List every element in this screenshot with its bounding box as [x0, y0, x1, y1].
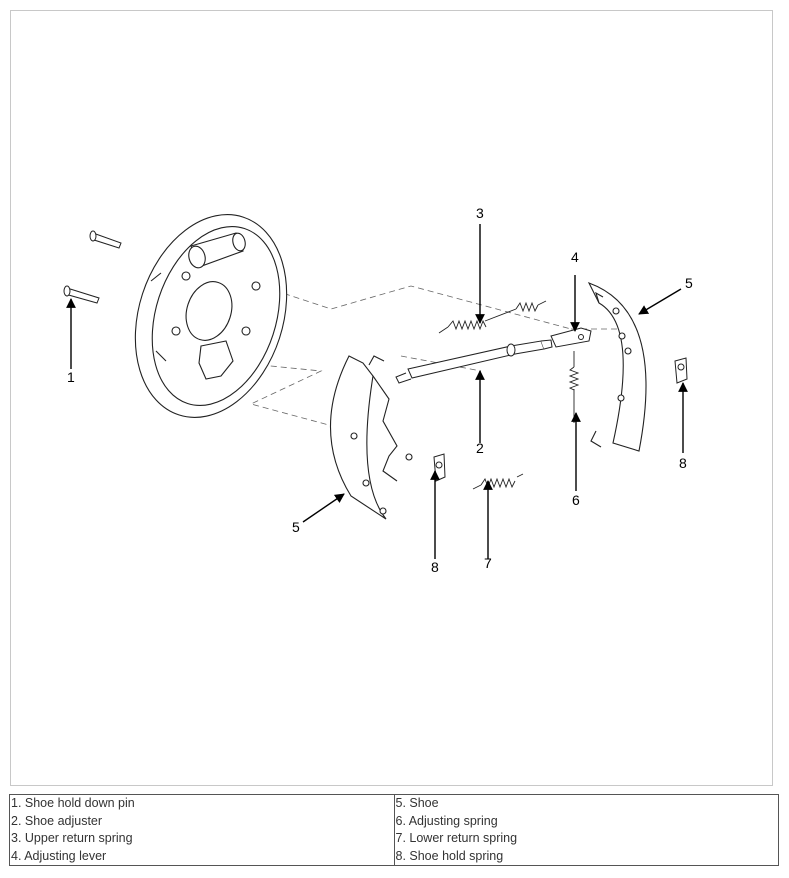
callout-7: 7	[484, 555, 492, 571]
legend-item: 4. Adjusting lever	[9, 847, 395, 866]
shoe-adjuster	[395, 339, 553, 384]
legend-item: 2. Shoe adjuster	[9, 812, 395, 830]
lower-return-spring	[472, 473, 524, 490]
callout-1: 1	[67, 369, 75, 385]
legend-item: 3. Upper return spring	[9, 830, 395, 848]
shoe-hold-down-pins	[63, 230, 122, 304]
legend-item: 5. Shoe	[395, 796, 439, 811]
legend-row: 2. Shoe adjuster 6. Adjusting spring	[9, 812, 779, 830]
brake-shoe-left	[329, 355, 413, 520]
legend-row: 3. Upper return spring 7. Lower return s…	[9, 830, 779, 848]
callout-5-left: 5	[292, 519, 300, 535]
callout-6: 6	[572, 492, 580, 508]
shoe-hold-springs	[433, 357, 688, 482]
exploded-view-diagram: 1 3 2 4 5 5 6 7 8 8	[10, 10, 773, 786]
callout-3: 3	[476, 205, 484, 221]
backing-plate	[134, 214, 288, 418]
callout-2: 2	[476, 440, 484, 456]
callout-leaders	[66, 224, 688, 559]
brake-assembly-illustration: 1 3 2 4 5 5 6 7 8 8	[63, 205, 693, 575]
callout-labels: 1 3 2 4 5 5 6 7 8 8	[67, 205, 693, 575]
adjusting-spring	[568, 351, 580, 423]
legend-item: 8. Shoe hold spring	[395, 848, 504, 863]
callout-8-left: 8	[431, 559, 439, 575]
callout-8-right: 8	[679, 455, 687, 471]
brake-shoe-right	[587, 282, 647, 452]
legend-item: 7. Lower return spring	[395, 831, 518, 846]
parts-legend-table: 1. Shoe hold down pin 5. Shoe 2. Shoe ad…	[9, 794, 779, 866]
legend-item: 6. Adjusting spring	[395, 813, 498, 828]
legend-item: 1. Shoe hold down pin	[9, 794, 395, 813]
callout-4: 4	[571, 249, 579, 265]
legend-row: 1. Shoe hold down pin 5. Shoe	[9, 794, 779, 813]
upper-return-spring	[438, 300, 547, 334]
callout-5-right: 5	[685, 275, 693, 291]
legend-row: 4. Adjusting lever 8. Shoe hold spring	[9, 847, 779, 866]
adjusting-lever	[550, 327, 592, 348]
